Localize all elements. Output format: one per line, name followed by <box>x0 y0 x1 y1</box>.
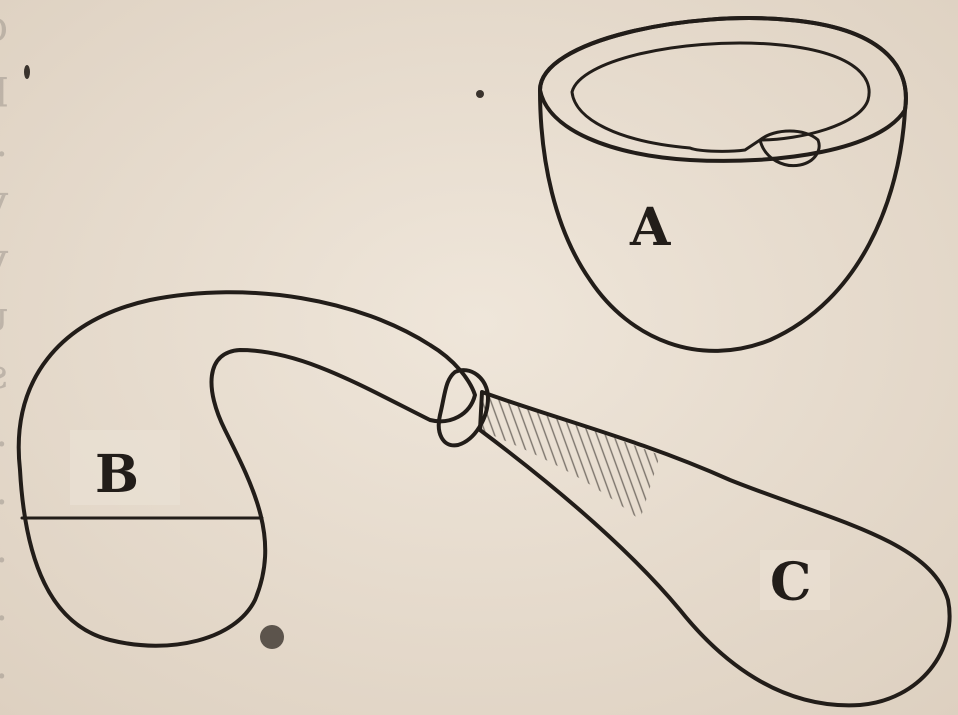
label-a: A <box>629 197 671 258</box>
show-through-line: s arenolo ignei. Eo ... a ... <box>0 352 8 398</box>
label-c: C <box>770 552 811 613</box>
show-through-line: unci ... 1 ... n ... lanoe ... ... n ... <box>0 294 8 340</box>
show-through-line: ... ... farecolle ... ent <box>0 120 8 166</box>
show-through-line: q ui dudum ... libro ... refine <box>0 4 8 50</box>
show-through-line: v ... s ... ligni aloes; <box>0 178 9 224</box>
show-through-line: ... mu ... ertis ... ... ... ... <box>0 410 8 456</box>
show-through-line: v ... ni ... tae croci ... fem <box>0 236 9 282</box>
show-through-line: ... ... ... ... plenus ... iam <box>0 526 8 572</box>
show-through-line: ... ... s ... ... ... ... <box>0 642 8 688</box>
ink-speck <box>24 65 30 79</box>
show-through-line: pou ... mnis, nyerbe- <box>0 62 8 108</box>
ink-speck <box>260 625 284 649</box>
show-through-line: ... ... ... vacio ... ... f ... <box>0 584 8 630</box>
show-through-line: ... ... s ... ... ... foue; ( ... i ... <box>0 468 8 514</box>
label-b: B <box>95 444 139 505</box>
ink-speck <box>476 90 484 98</box>
